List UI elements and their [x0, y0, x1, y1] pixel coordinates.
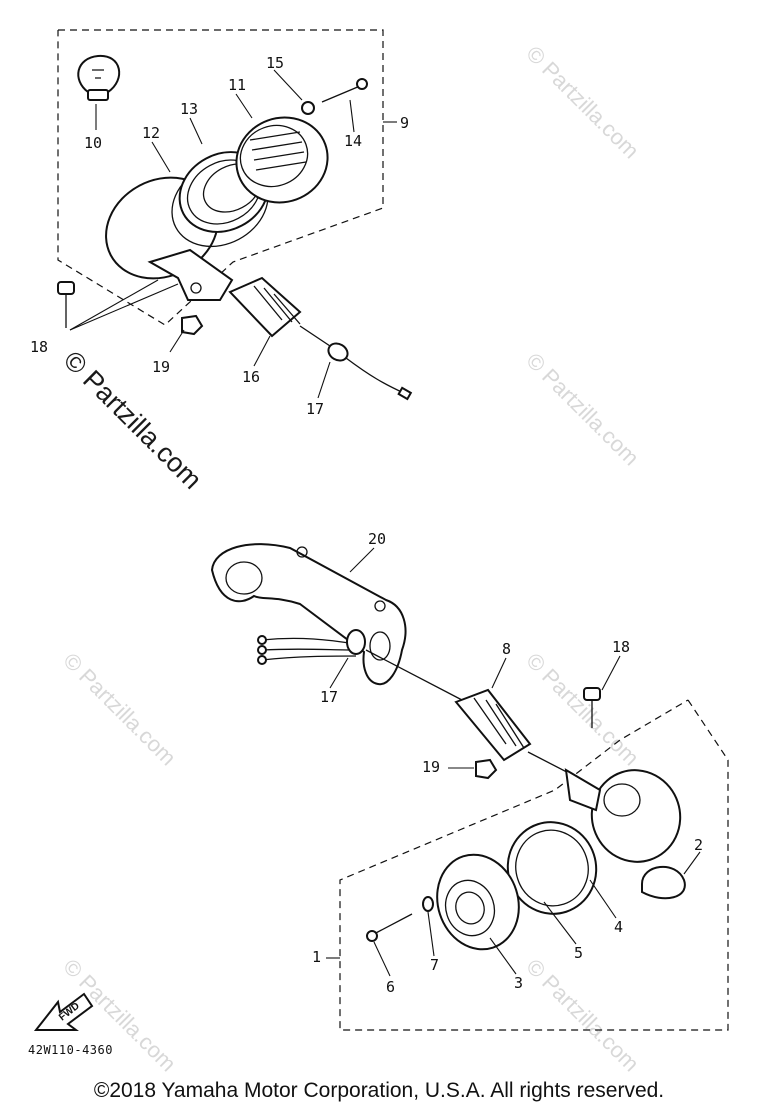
- copyright-notice: ©2018 Yamaha Motor Corporation, U.S.A. A…: [93, 1079, 665, 1102]
- watermark-text: © Partzilla.com: [58, 648, 181, 771]
- housing-11: [235, 116, 329, 204]
- screw-14: [321, 78, 368, 103]
- callout-12: 12: [142, 124, 160, 142]
- mount-bracket: [147, 248, 234, 301]
- callout-18: 18: [30, 338, 48, 356]
- leader-lines-upper: [69, 69, 397, 399]
- rim-4: [506, 821, 598, 915]
- bracket-20: [210, 543, 407, 686]
- lens-3: [436, 853, 520, 951]
- nut-19-lower: [475, 758, 498, 780]
- callout-4: 4: [614, 918, 623, 936]
- callout-16: 16: [242, 368, 260, 386]
- callout-2: 2: [694, 836, 703, 854]
- fwd-arrow-icon: FWD: [33, 992, 94, 1031]
- upper-assembly: 9 10 11 12 13 14 15 16 17 18 19: [30, 29, 413, 418]
- group-outline-9: [57, 29, 384, 326]
- socket-16: [228, 276, 331, 347]
- watermark-text: © Partzilla.com: [521, 954, 644, 1077]
- nut-7: [422, 896, 434, 912]
- part-code: 42W110-4360: [28, 1043, 113, 1057]
- grommet-17: [327, 342, 413, 401]
- callout-17-lower: 17: [320, 688, 338, 706]
- screw-6: [366, 913, 413, 942]
- callout-9: 9: [400, 114, 409, 132]
- leader-lines-lower: [326, 547, 701, 977]
- callout-6: 6: [386, 978, 395, 996]
- callout-17: 17: [306, 400, 324, 418]
- nut-19-upper: [181, 314, 204, 336]
- callout-5: 5: [574, 944, 583, 962]
- callout-19: 19: [152, 358, 170, 376]
- callouts-lower: 20 8 17 18 19 2 1 6 7 3 5 4: [312, 530, 703, 996]
- callout-3: 3: [514, 974, 523, 992]
- callout-13: 13: [180, 100, 198, 118]
- callouts-upper: 9 10 11 12 13 14 15 16 17 18 19: [30, 54, 409, 418]
- wires-grommet-17: [257, 629, 463, 701]
- callout-15: 15: [266, 54, 284, 72]
- watermark-text-main: © Partzilla.com: [58, 345, 208, 495]
- bulb-10: [77, 54, 121, 101]
- callout-19-lower: 19: [422, 758, 440, 776]
- socket-8: [454, 688, 591, 785]
- nut-15: [301, 101, 315, 115]
- callout-20: 20: [368, 530, 386, 548]
- callout-11: 11: [228, 76, 246, 94]
- screw-18-upper: [57, 281, 75, 328]
- callout-8: 8: [502, 640, 511, 658]
- callout-14: 14: [344, 132, 362, 150]
- watermark-text: © Partzilla.com: [521, 41, 644, 164]
- group-outline-1: [339, 699, 729, 1031]
- bulb-2: [641, 865, 686, 900]
- callout-7: 7: [430, 956, 439, 974]
- lower-assembly: 20 8 17 18 19 2 1 6 7 3 5 4: [210, 530, 729, 1031]
- screw-18-lower: [583, 687, 601, 728]
- callout-1: 1: [312, 948, 321, 966]
- callout-18-lower: 18: [612, 638, 630, 656]
- watermark-text: © Partzilla.com: [521, 348, 644, 471]
- rear-housing: [564, 768, 682, 863]
- watermark-text: © Partzilla.com: [521, 648, 644, 771]
- callout-10: 10: [84, 134, 102, 152]
